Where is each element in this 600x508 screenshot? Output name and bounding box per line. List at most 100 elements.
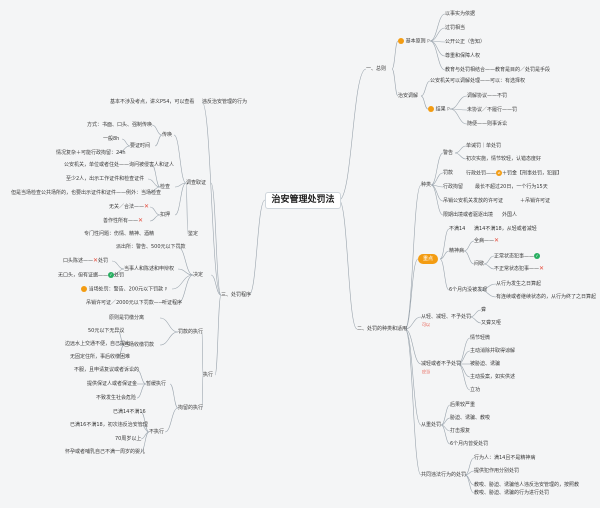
node-mediation[interactable]: 治安调解 bbox=[398, 93, 419, 99]
node-reduce[interactable]: 减轻或者不予处罚 bbox=[421, 361, 462, 367]
kind-revoke[interactable]: 吊销公安机关发放的许可证 bbox=[443, 198, 504, 204]
node-onspot-collect[interactable]: 当场收缴罚款 bbox=[124, 342, 155, 348]
node-result[interactable]: 结果 P bbox=[428, 106, 450, 113]
lighter-item[interactable]: 聋 bbox=[481, 307, 487, 313]
node-police-behaviour[interactable]: 违反治安管理的行为 bbox=[202, 99, 248, 105]
node-basic-principles[interactable]: 基本原则 P bbox=[398, 38, 430, 45]
rights-oral[interactable]: 口头陈述——✕处罚 bbox=[63, 257, 109, 265]
node-summon[interactable]: 传唤 bbox=[162, 132, 173, 138]
reduce-item[interactable]: 被胁迫、诱骗 bbox=[470, 361, 501, 367]
branch-kinds-application[interactable]: 二、处罚的种类和适用 bbox=[357, 326, 408, 332]
reduce-item[interactable]: 情节轻微 bbox=[470, 335, 491, 341]
aggravate-item[interactable]: 打击报复 bbox=[450, 428, 471, 434]
detention-item[interactable]: 最长不超过20日，一个行为15天 bbox=[475, 184, 548, 190]
onspot-collect-item[interactable]: 50元以下无异议 bbox=[88, 328, 125, 334]
no-exec-item[interactable]: 已满16不满18，初次违反治安管理 bbox=[70, 422, 148, 428]
onspot-collect-item[interactable]: 边远水上交通不便，自己提出 bbox=[65, 341, 131, 347]
node-common[interactable]: 共同违法行为的处罚 bbox=[421, 472, 467, 478]
node-fine-exec[interactable]: 罚款的执行 bbox=[178, 329, 204, 335]
node-check[interactable]: 检查 bbox=[160, 184, 171, 190]
reduce-item[interactable]: 主动消除并取得谅解 bbox=[470, 348, 516, 354]
suspend-item[interactable]: 提供保证人或者保证金 bbox=[87, 381, 138, 387]
mental-intermittent[interactable]: 间歇 bbox=[474, 261, 485, 267]
reduce-item[interactable]: 主动投案，如实供述 bbox=[470, 374, 516, 380]
kind-expel[interactable]: 限期出境或者驱逐出境 bbox=[443, 212, 494, 218]
onspot-collect-item[interactable]: 无固定住所，事后收缴困难 bbox=[70, 354, 131, 360]
node-execution[interactable]: 执行 bbox=[203, 372, 214, 378]
limit-item[interactable]: 有连续或者继续状态的，从行为终了之日算起 bbox=[496, 294, 597, 300]
suspend-item[interactable]: 不致发生社会危险 bbox=[96, 395, 137, 401]
no-exec-item[interactable]: 怀孕或者哺乳自己不满一周岁的婴儿 bbox=[65, 449, 146, 455]
check-item[interactable]: 至少2人，出示工作证件和检查证件 bbox=[66, 176, 145, 182]
branch-procedure[interactable]: 三、处罚程序 bbox=[221, 292, 252, 298]
node-investigation[interactable]: 调查取证 bbox=[186, 180, 207, 186]
node-decide[interactable]: 决定 bbox=[193, 272, 204, 278]
node-suspend[interactable]: 暂缓执行 bbox=[146, 381, 167, 387]
summon-item[interactable]: 方式：书面、口头、强制传唤 bbox=[87, 122, 153, 128]
check-item[interactable]: 但是当场检查公共场所的，也要出示证件和证件——例外：当场检查 bbox=[11, 190, 162, 196]
limit-item[interactable]: 从行为发生之日算起 bbox=[496, 281, 542, 287]
decide-onspot[interactable]: 当场处罚：警告、200元以下罚款 P bbox=[81, 286, 167, 293]
node-seize[interactable]: 扣押 bbox=[160, 212, 171, 218]
principle-item[interactable]: 以事实为依据 bbox=[445, 11, 476, 17]
seize-item[interactable]: 无关／合法——✕ bbox=[109, 203, 150, 211]
focus-age[interactable]: 不满14 bbox=[449, 226, 466, 232]
fine-item[interactable]: 行政处罚——≠＋罚金【刑事处罚，犯罪】 bbox=[466, 170, 563, 177]
node-detention-exec[interactable]: 拘留的执行 bbox=[178, 405, 204, 411]
root-node[interactable]: 治安管理处罚法 bbox=[265, 192, 341, 209]
focus-mental[interactable]: 精神病 bbox=[449, 248, 465, 254]
common-item[interactable]: 教唆、胁迫、诱骗的行为进行处罚 bbox=[474, 490, 550, 496]
principle-item[interactable]: 公开公正（告知） bbox=[445, 39, 486, 45]
kind-detention[interactable]: 行政拘留 bbox=[443, 184, 464, 190]
rights-evidence[interactable]: 无口头，但有证据——✓处罚 bbox=[58, 272, 125, 279]
aggravate-item[interactable]: 后果较严重 bbox=[450, 402, 476, 408]
focus-limitation[interactable]: 6个月内没被发现 bbox=[449, 287, 488, 293]
no-exec-item[interactable]: 已满14不满16 bbox=[113, 409, 146, 415]
kind-warning[interactable]: 警告 bbox=[443, 150, 454, 156]
node-summon-time[interactable]: 要证时间 bbox=[130, 143, 151, 149]
aggravate-item[interactable]: 6个月内曾受处罚 bbox=[450, 441, 489, 447]
principle-item[interactable]: 教育与处罚相结合——教育是目的／处罚是手段 bbox=[445, 67, 551, 73]
summon-time-item[interactable]: 情况复杂＋可能行政拘留：24h bbox=[56, 150, 126, 156]
appraise-item[interactable]: 专门性问题：伤情、精神、酒精 bbox=[84, 231, 155, 237]
node-no-exec[interactable]: 不执行 bbox=[149, 429, 165, 435]
warning-item[interactable]: 单诫罚｜单处罚 bbox=[466, 143, 502, 149]
focus-age-detail[interactable]: 满14不满18，从轻或者减轻 bbox=[474, 226, 537, 232]
result-item[interactable]: 随便——则事诉讼 bbox=[467, 121, 508, 127]
seize-item[interactable]: 善作性所有——✕ bbox=[103, 217, 144, 225]
mediation-detail[interactable]: 公安机关可以调解处理——可以：有选择权 bbox=[430, 78, 526, 84]
common-item[interactable]: 教唆、胁迫、诱骗他人违反治安管理的，按照教 bbox=[474, 482, 580, 488]
hearing-item[interactable]: 吊销许可证／2000元以下罚款—— bbox=[86, 300, 164, 306]
principle-item[interactable]: 尊重和保障人权 bbox=[445, 53, 481, 59]
lighter-item[interactable]: 又聋又哑 bbox=[481, 320, 502, 326]
mental-abnormal[interactable]: 不正常状态犯事——✕ bbox=[494, 265, 545, 273]
node-lighter[interactable]: 从轻、减轻、不予处罚 bbox=[421, 314, 472, 320]
node-appraise[interactable]: 鉴定 bbox=[188, 231, 199, 237]
warning-item[interactable]: 初次实施，情节较轻，认错态度好 bbox=[466, 156, 542, 162]
aggravate-item[interactable]: 胁迫、诱骗、教唆 bbox=[450, 415, 491, 421]
node-kinds[interactable]: 种类 bbox=[421, 182, 432, 188]
check-item[interactable]: 公安机关，单位或者住处——询问被侵害人和证人 bbox=[64, 162, 175, 168]
result-item[interactable]: 未协议／不履行——罚 bbox=[467, 107, 518, 113]
police-note[interactable]: 基本不涉及考点，讲义P54，可以查看 bbox=[110, 99, 195, 105]
summon-time-item[interactable]: 一般8h bbox=[103, 136, 120, 142]
kind-fine[interactable]: 罚款 bbox=[443, 170, 454, 176]
node-aggravate[interactable]: 从重处罚 bbox=[421, 422, 442, 428]
no-exec-item[interactable]: 70周岁以上 bbox=[115, 436, 142, 442]
reduce-item[interactable]: 立功 bbox=[470, 387, 481, 393]
result-item[interactable]: 调解协议——不罚 bbox=[467, 93, 508, 99]
fine-exec-item[interactable]: 原则是罚缴分离 bbox=[109, 315, 145, 321]
mental-normal[interactable]: 正常状态犯事——✓ bbox=[494, 253, 541, 260]
revoke-item[interactable]: ＋吊销许可证 bbox=[520, 198, 551, 204]
mental-full[interactable]: 全病——✕ bbox=[474, 237, 500, 245]
branch-general[interactable]: 一、总则 bbox=[366, 66, 387, 72]
decide-item[interactable]: 派出所：警告、500元以下罚款 bbox=[116, 244, 186, 250]
node-focus[interactable]: 重点 bbox=[418, 254, 439, 264]
expel-item[interactable]: 外国人 bbox=[502, 212, 518, 218]
principle-item[interactable]: 过罚相当 bbox=[445, 25, 466, 31]
common-item[interactable]: 行为人：满14且不是精神病 bbox=[474, 455, 536, 461]
common-item[interactable]: 提供犯作用分别处罚 bbox=[474, 468, 520, 474]
suspend-item[interactable]: 不服，且申请复议或者诉讼的 bbox=[74, 367, 140, 373]
decide-rights[interactable]: 当事人和陈述和申辩权 bbox=[124, 266, 175, 272]
node-hearing[interactable]: 听证程序 bbox=[162, 300, 183, 306]
